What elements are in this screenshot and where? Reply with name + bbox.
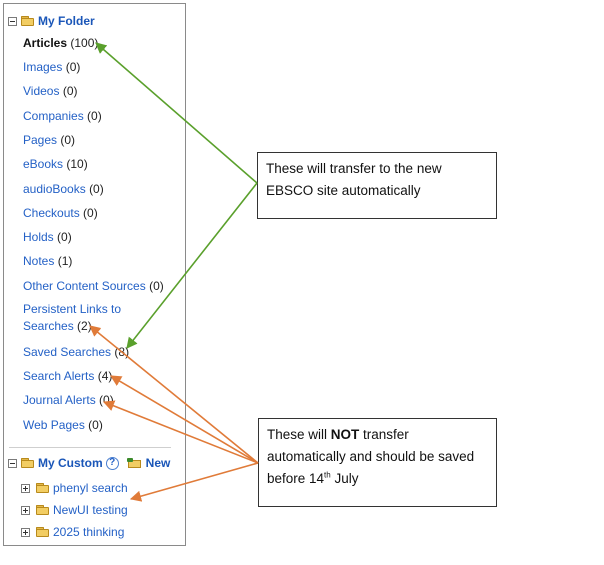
folder-item-label: Journal Alerts	[23, 393, 96, 407]
folder-item-audiobooks[interactable]: audioBooks (0)	[23, 182, 104, 197]
transfer-callout: These will transfer to the new EBSCO sit…	[257, 152, 497, 219]
folder-item-label: Other Content Sources	[23, 279, 146, 293]
new-folder-button[interactable]: New	[145, 456, 171, 470]
folder-item-count: (100)	[70, 36, 99, 50]
transfer-callout-text: These will transfer to the new EBSCO sit…	[266, 161, 442, 198]
folder-item-pages[interactable]: Pages (0)	[23, 133, 75, 148]
folder-icon	[21, 15, 35, 27]
folder-item-images[interactable]: Images (0)	[23, 60, 80, 75]
custom-folder-label[interactable]: phenyl search	[53, 481, 128, 495]
expand-icon[interactable]	[21, 505, 30, 515]
folder-item-label: Articles	[23, 36, 68, 50]
folder-item-count: (0)	[57, 230, 72, 244]
my-custom-header: My Custom ? New	[8, 454, 170, 472]
my-folder-panel: My Folder Articles (100) Images (0) Vide…	[3, 3, 186, 546]
folder-item-count: (0)	[83, 206, 98, 220]
folder-item-label: Notes	[23, 254, 55, 268]
new-folder-icon[interactable]	[126, 457, 143, 469]
folder-item-label: audioBooks	[23, 182, 86, 196]
folder-icon	[36, 504, 50, 516]
callout-text-after: transfer automatically and should be sav…	[267, 427, 475, 486]
folder-item-count: (0)	[149, 279, 164, 293]
folder-item-companies[interactable]: Companies (0)	[23, 109, 102, 124]
folder-item-ebooks[interactable]: eBooks (10)	[23, 157, 88, 172]
folder-item-articles[interactable]: Articles (100)	[23, 36, 98, 51]
my-custom-label[interactable]: My Custom	[38, 456, 103, 470]
folder-item-label: Checkouts	[23, 206, 80, 220]
custom-folder-label[interactable]: NewUI testing	[53, 503, 128, 517]
callout-emphasis: NOT	[330, 427, 360, 442]
green-arrow-saved-searches	[126, 182, 258, 349]
folder-item-count: (10)	[66, 157, 88, 171]
folder-item-persistent-links[interactable]: Persistent Links to Searches (2)	[23, 301, 143, 335]
folder-item-count: (0)	[89, 182, 104, 196]
folder-item-label: Search Alerts	[23, 369, 95, 383]
help-icon[interactable]: ?	[105, 456, 119, 470]
custom-folder-label[interactable]: 2025 thinking	[53, 525, 125, 539]
green-arrow-articles	[95, 42, 258, 184]
expand-icon[interactable]	[21, 483, 30, 493]
callout-ordinal: th	[324, 470, 331, 480]
folder-item-holds[interactable]: Holds (0)	[23, 230, 72, 245]
callout-text-end: July	[330, 471, 359, 486]
folder-item-count: (0)	[88, 418, 103, 432]
folder-icon	[36, 526, 50, 538]
custom-folder-2025-thinking[interactable]: 2025 thinking	[21, 524, 124, 540]
folder-item-label: Web Pages	[23, 418, 85, 432]
orange-arrow-my-custom	[129, 462, 259, 502]
folder-item-count: (0)	[62, 84, 78, 98]
folder-item-notes[interactable]: Notes (1)	[23, 254, 72, 269]
folder-item-count: (0)	[65, 60, 81, 74]
my-folder-header[interactable]: My Folder	[8, 12, 95, 30]
folder-item-other-content-sources[interactable]: Other Content Sources (0)	[23, 279, 164, 294]
folder-item-label: Saved Searches	[23, 345, 112, 359]
expand-icon[interactable]	[21, 527, 30, 537]
not-transfer-callout: These will NOT transfer automatically an…	[258, 418, 497, 507]
folder-item-web-pages[interactable]: Web Pages (0)	[23, 418, 103, 433]
collapse-icon[interactable]	[8, 16, 17, 26]
folder-icon	[36, 482, 50, 494]
folder-item-videos[interactable]: Videos (0)	[23, 84, 78, 99]
orange-arrow-journal-alerts	[102, 400, 259, 464]
folder-item-count: (2)	[77, 319, 92, 333]
folder-item-count: (1)	[57, 254, 73, 268]
orange-arrow-persistent-links	[89, 325, 259, 464]
folder-item-label: Persistent Links to Searches	[23, 302, 122, 333]
my-folder-label[interactable]: My Folder	[38, 14, 95, 28]
folder-item-label: Holds	[23, 230, 54, 244]
collapse-icon[interactable]	[8, 458, 17, 468]
folder-item-label: Companies	[23, 109, 84, 123]
folder-item-label: Pages	[23, 133, 58, 147]
folder-item-label: Videos	[23, 84, 60, 98]
folder-item-count: (0)	[60, 133, 76, 147]
folder-item-count: (0)	[87, 109, 102, 123]
folder-item-checkouts[interactable]: Checkouts (0)	[23, 206, 98, 221]
folder-item-search-alerts[interactable]: Search Alerts (4)	[23, 369, 112, 384]
folder-icon	[21, 457, 35, 469]
custom-folder-newui-testing[interactable]: NewUI testing	[21, 502, 128, 518]
folder-item-count: (4)	[97, 369, 113, 383]
callout-text-before: These will	[267, 427, 331, 442]
custom-folder-phenyl-search[interactable]: phenyl search	[21, 480, 128, 496]
orange-arrow-search-alerts	[110, 375, 259, 464]
divider	[9, 447, 171, 448]
folder-item-label: Images	[23, 60, 63, 74]
folder-item-label: eBooks	[23, 157, 64, 171]
